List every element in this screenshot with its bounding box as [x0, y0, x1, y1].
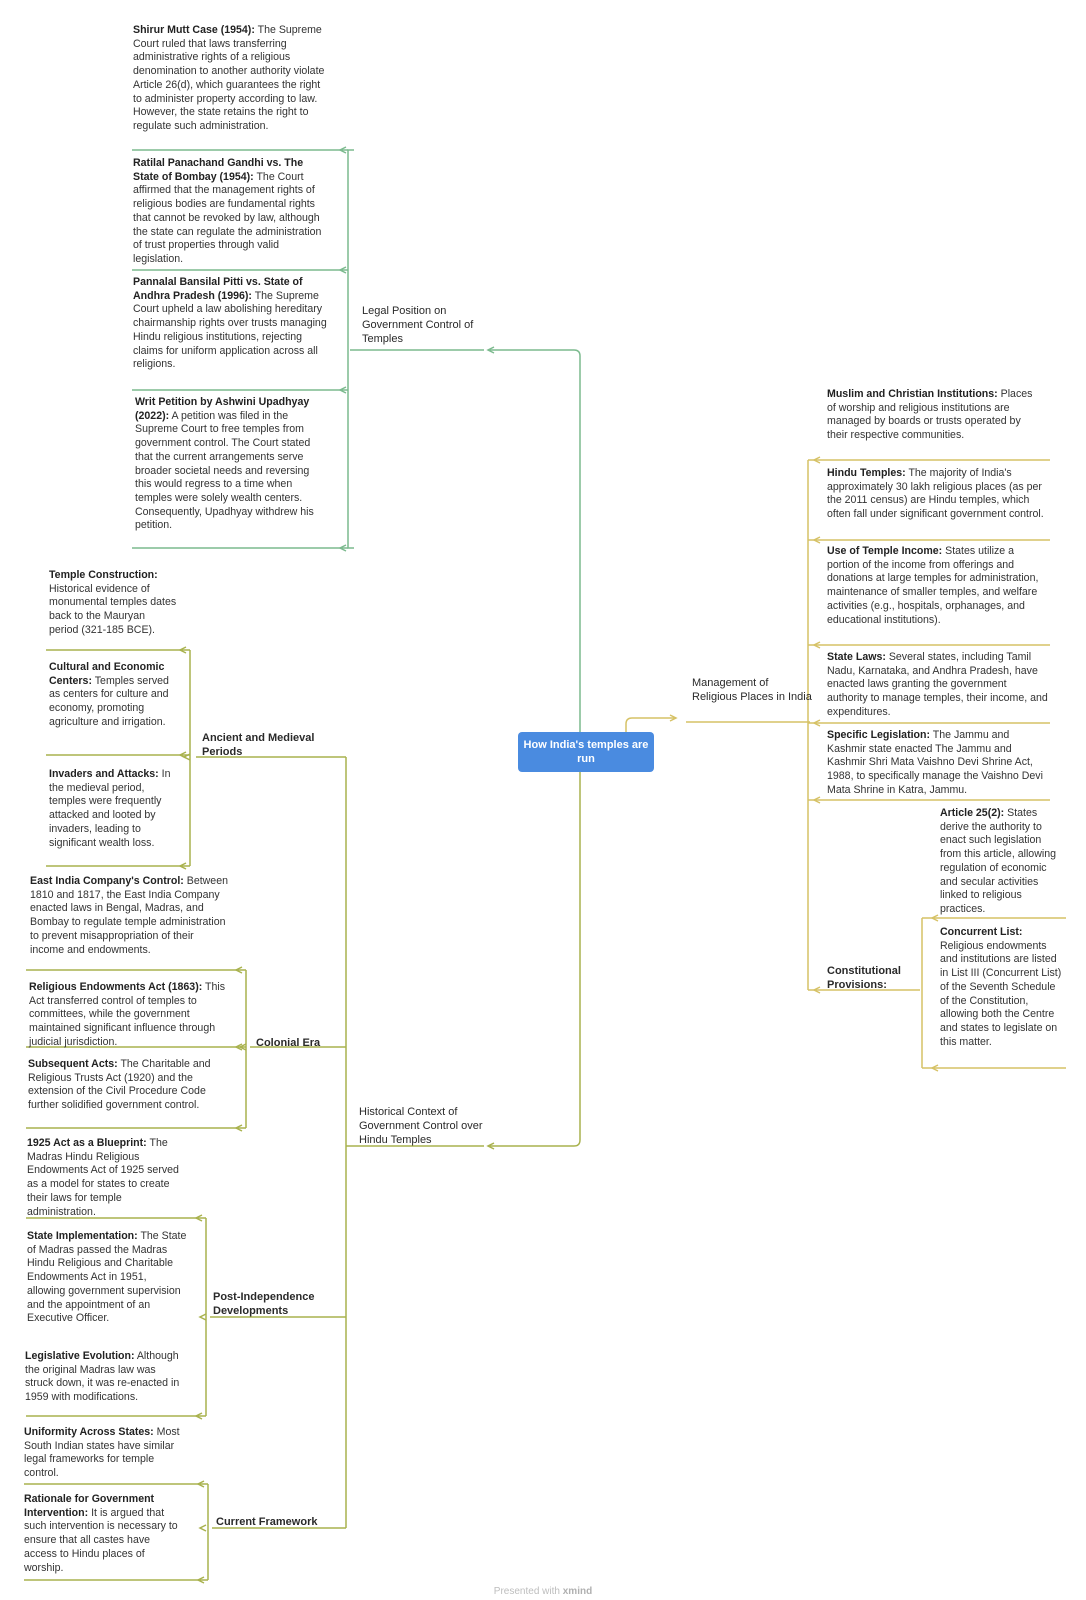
- ancient-item-invaders[interactable]: Invaders and Attacks: In the medieval pe…: [49, 768, 171, 849]
- post-item-1925-act[interactable]: 1925 Act as a Blueprint: The Madras Hind…: [27, 1137, 179, 1218]
- sub-colonial-era[interactable]: Colonial Era: [256, 1037, 321, 1049]
- current-item-uniformity[interactable]: Uniformity Across States: Most South Ind…: [24, 1426, 180, 1480]
- arrow-marker: [198, 1313, 207, 1321]
- arrow-marker: [812, 719, 821, 727]
- arrow-marker: [178, 862, 187, 870]
- arrow-marker: [194, 1412, 203, 1420]
- arrow-marker: [196, 1480, 205, 1488]
- arrow-marker: [178, 751, 187, 759]
- arrow-marker: [338, 146, 347, 154]
- arrow-marker: [812, 986, 821, 994]
- sub-ancient-medieval[interactable]: Ancient and Medieval Periods: [202, 732, 315, 758]
- arrow-marker: [338, 266, 347, 274]
- const-item-article-25[interactable]: Article 25(2): States derive the authori…: [940, 807, 1056, 915]
- arrow-marker: [812, 641, 821, 649]
- link-central-historical: [488, 772, 581, 1147]
- ancient-item-cultural-centers[interactable]: Cultural and Economic Centers: Temples s…: [49, 661, 169, 728]
- arrow-marker: [338, 544, 347, 552]
- arrow-marker: [194, 1214, 203, 1222]
- arrow-marker: [930, 914, 939, 922]
- branch-management[interactable]: Management of Religious Places in India: [692, 677, 812, 703]
- legal-item-upadhyay[interactable]: Writ Petition by Ashwini Upadhyay (2022)…: [135, 396, 314, 532]
- current-item-rationale[interactable]: Rationale for Government Intervention: I…: [24, 1493, 178, 1574]
- sub-constitutional-provisions[interactable]: Constitutional Provisions:: [827, 965, 901, 991]
- mgmt-item-hindu-temples[interactable]: Hindu Temples: The majority of India's a…: [827, 467, 1044, 521]
- legal-item-shirur-mutt[interactable]: Shirur Mutt Case (1954): The Supreme Cou…: [133, 24, 325, 132]
- arrow-marker: [669, 714, 678, 722]
- link-central-legal: [488, 349, 581, 732]
- const-item-concurrent-list[interactable]: Concurrent List: Religious endowments an…: [940, 926, 1062, 1048]
- arrow-marker: [234, 966, 243, 974]
- link-central-management: [625, 717, 676, 732]
- arrow-marker: [178, 646, 187, 654]
- colonial-item-endowments-1863[interactable]: Religious Endowments Act (1863): This Ac…: [29, 981, 226, 1048]
- arrow-marker: [812, 456, 821, 464]
- mgmt-item-temple-income[interactable]: Use of Temple Income: States utilize a p…: [827, 545, 1039, 626]
- legal-item-pannalal[interactable]: Pannalal Bansilal Pitti vs. State of And…: [133, 276, 327, 371]
- sub-current-framework[interactable]: Current Framework: [216, 1516, 318, 1528]
- central-topic[interactable]: How India's temples are run: [518, 732, 654, 772]
- arrow-marker: [812, 536, 821, 544]
- arrow-marker: [486, 346, 495, 354]
- colonial-item-east-india[interactable]: East India Company's Control: Between 18…: [30, 875, 228, 956]
- mgmt-item-muslim-christian[interactable]: Muslim and Christian Institutions: Place…: [827, 388, 1033, 442]
- arrow-marker: [486, 1142, 495, 1150]
- arrow-marker: [198, 1524, 207, 1532]
- legal-item-ratilal[interactable]: Ratilal Panachand Gandhi vs. The State o…: [133, 157, 322, 265]
- post-item-state-implementation[interactable]: State Implementation: The State of Madra…: [27, 1230, 187, 1325]
- legal-bracket: [347, 149, 354, 549]
- branch-legal-position[interactable]: Legal Position on Government Control of …: [362, 305, 474, 345]
- arrow-marker: [930, 1064, 939, 1072]
- watermark: Presented with xmind: [493, 1586, 593, 1597]
- branch-historical-context[interactable]: Historical Context of Government Control…: [359, 1106, 483, 1146]
- mgmt-item-state-laws[interactable]: State Laws: Several states, including Ta…: [827, 651, 1048, 718]
- arrow-marker: [338, 386, 347, 394]
- mgmt-item-specific-legislation[interactable]: Specific Legislation: The Jammu and Kash…: [827, 729, 1043, 796]
- sub-post-independence[interactable]: Post-Independence Developments: [213, 1291, 315, 1317]
- arrow-marker: [812, 796, 821, 804]
- ancient-item-construction[interactable]: Temple Construction: Historical evidence…: [49, 569, 177, 636]
- colonial-item-subsequent-acts[interactable]: Subsequent Acts: The Charitable and Reli…: [28, 1058, 211, 1112]
- arrow-marker: [234, 1124, 243, 1132]
- arrow-marker: [234, 1043, 243, 1051]
- post-item-legislative-evolution[interactable]: Legislative Evolution: Although the orig…: [25, 1350, 180, 1404]
- arrow-marker: [196, 1576, 205, 1584]
